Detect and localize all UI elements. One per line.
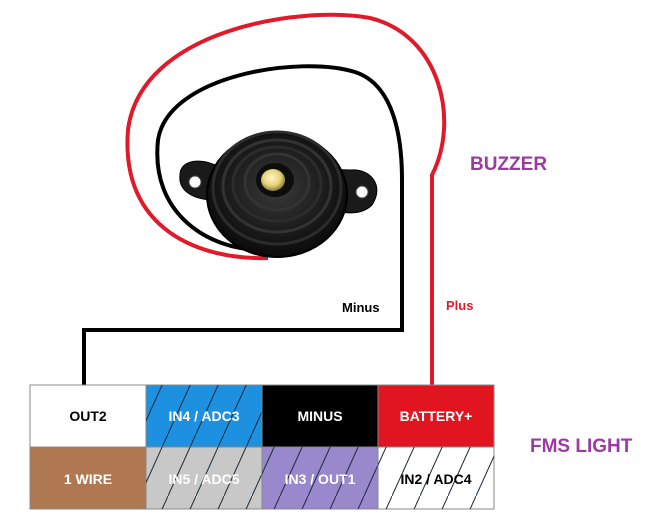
buzzer-title: BUZZER <box>470 154 547 175</box>
pin-1-wire: 1 WIRE <box>29 446 147 510</box>
pin-in4-adc3-label: IN4 / ADC3 <box>168 408 239 424</box>
plus-wire-label: Plus <box>446 298 473 313</box>
pin-minus-label: MINUS <box>297 408 342 424</box>
buzzer-image <box>179 130 378 258</box>
pin-minus: MINUS <box>261 384 379 448</box>
minus-wire <box>82 64 404 385</box>
pin-battery-plus-label: BATTERY+ <box>400 408 473 424</box>
pin-in2-adc4: IN2 / ADC4 <box>377 446 495 510</box>
pin-in3-out1: IN3 / OUT1 <box>261 446 379 510</box>
pin-in5-adc5-label: IN5 / ADC5 <box>168 471 239 487</box>
pin-in2-adc4-label: IN2 / ADC4 <box>400 471 471 487</box>
plus-wire <box>125 12 447 385</box>
pin-in5-adc5: IN5 / ADC5 <box>145 446 263 510</box>
pin-in3-out1-label: IN3 / OUT1 <box>285 471 356 487</box>
pin-in4-adc3: IN4 / ADC3 <box>145 384 263 448</box>
pin-out2-label: OUT2 <box>69 408 107 424</box>
pin-out2: OUT2 <box>29 384 147 448</box>
minus-wire-label: Minus <box>342 300 380 315</box>
pin-1-wire-label: 1 WIRE <box>64 471 112 487</box>
pin-battery-plus: BATTERY+ <box>377 384 495 448</box>
connector-block: OUT2 IN4 / ADC3 MINUS BATTERY+ 1 WIRE IN… <box>29 384 495 510</box>
fms-light-label: FMS LIGHT <box>530 436 633 457</box>
